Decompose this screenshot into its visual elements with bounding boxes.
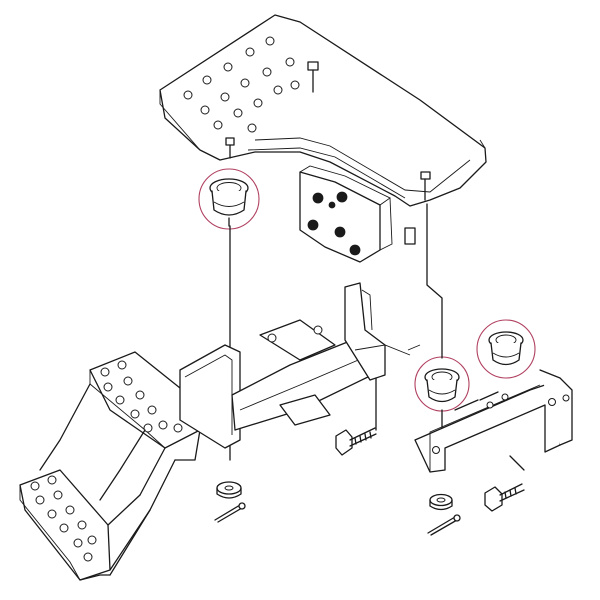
bolt-right — [484, 455, 525, 512]
assembly-line-right — [426, 203, 443, 359]
left-bracket-frame — [19, 351, 201, 581]
cross-tube — [179, 282, 421, 449]
mount-bracket — [299, 165, 416, 263]
rubber-damper-center — [414, 356, 470, 412]
right-bracket — [414, 369, 573, 473]
washer-right — [429, 493, 453, 511]
cotter-pin-right — [427, 514, 461, 536]
rubber-damper-right — [476, 319, 536, 379]
highlight-circle-right — [476, 319, 536, 379]
floor-plate-studs — [225, 61, 431, 201]
washer-left — [216, 481, 242, 499]
cotter-pin-left — [214, 502, 246, 523]
highlight-circle-left — [198, 168, 260, 230]
rubber-damper-left — [198, 168, 260, 230]
floor-plate-holes — [183, 36, 300, 133]
floor-plate — [159, 14, 487, 207]
bolt-center — [335, 377, 377, 456]
